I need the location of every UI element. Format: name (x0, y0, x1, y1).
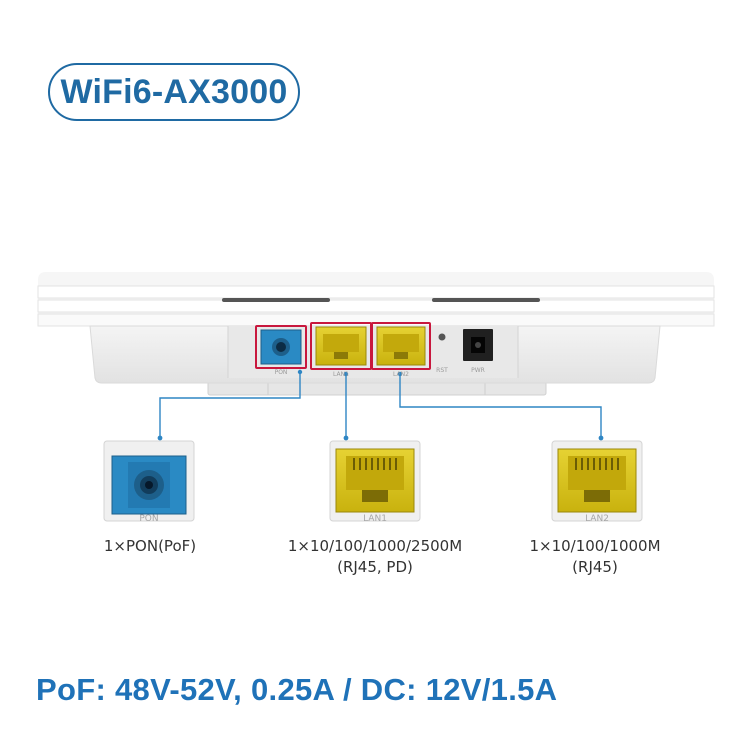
lan1-caption-line: 1×10/100/1000/2500M (287, 537, 463, 555)
vent-slot (222, 298, 330, 302)
lan1-port (310, 322, 372, 377)
lan2-port-icon: LAN2 (551, 440, 643, 524)
lan1-caption: 1×10/100/1000/2500M (RJ45, PD) (270, 536, 480, 578)
power-jack (463, 329, 493, 361)
port-label-lan2: LAN2 (393, 371, 409, 378)
pon-caption: 1×PON(PoF) (85, 536, 215, 557)
port-label-lan1: LAN1 (333, 371, 349, 378)
lan2-caption-line: 1×10/100/1000M (529, 537, 661, 555)
pon-callout-tag: PON (139, 514, 158, 524)
vent-slot (432, 298, 540, 302)
lan1-port-icon: LAN1 (329, 440, 421, 524)
lan2-caption-line: (RJ45) (572, 558, 618, 576)
pon-caption-line: 1×PON(PoF) (103, 537, 197, 555)
lan1-caption-line: (RJ45, PD) (337, 558, 413, 576)
port-label-rst: RST (436, 367, 448, 374)
lan1-callout-tag: LAN1 (363, 514, 387, 524)
port-label-pwr: PWR (471, 367, 485, 374)
leader-lines (159, 372, 602, 438)
model-badge: WiFi6-AX3000 (48, 63, 300, 121)
device-body (37, 272, 715, 384)
lan2-callout-tag: LAN2 (585, 514, 609, 524)
reset-button (438, 333, 446, 341)
power-spec: PoF: 48V-52V, 0.25A / DC: 12V/1.5A (36, 672, 558, 707)
port-label-pon: PON (275, 369, 288, 376)
pon-port (255, 325, 307, 375)
lan2-caption: 1×10/100/1000M (RJ45) (510, 536, 680, 578)
lan2-port (371, 322, 431, 377)
pon-port-icon: PON (103, 440, 195, 524)
